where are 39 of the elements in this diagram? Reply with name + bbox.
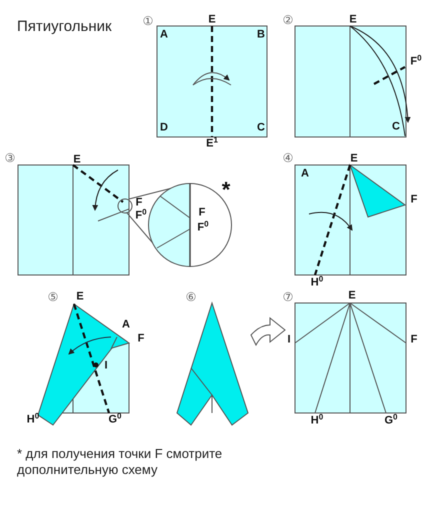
point-label: A <box>301 168 309 180</box>
point-label: F <box>198 208 206 218</box>
step-number: ① <box>142 15 154 27</box>
step-number: ④ <box>282 152 294 164</box>
point-label: F$^{0}$ <box>135 210 147 222</box>
footnote-mark: * <box>222 179 230 201</box>
step-number: ③ <box>4 152 16 164</box>
point-label: I <box>104 360 108 372</box>
point-label: H$^{0}$ <box>26 414 40 426</box>
title: Пятиугольник <box>17 19 112 34</box>
point-label: G$^{0}$ <box>108 414 122 426</box>
point-label: E$^{1}$ <box>206 138 218 150</box>
step-number: ⑥ <box>186 291 196 303</box>
point-label: E <box>350 154 358 164</box>
point-label: A <box>122 320 130 330</box>
point-label: E <box>76 292 84 302</box>
point-label: F$^{0}$ <box>410 56 422 68</box>
point-label: E <box>208 14 216 26</box>
point-label: C <box>257 122 265 134</box>
footnote-text: * для получения точки F смотрите дополнительную схему <box>17 446 224 478</box>
point-label: D <box>160 122 168 134</box>
point-label: H$^{0}$ <box>310 278 324 288</box>
step-number: ② <box>282 14 294 26</box>
point-label: F <box>410 194 418 206</box>
point-label: F <box>410 334 418 346</box>
point-label: E <box>349 14 357 26</box>
point-label: C <box>392 122 400 132</box>
point-label: F$^{0}$ <box>197 222 209 234</box>
point-label: E <box>73 154 81 166</box>
point-label: H$^{0}$ <box>310 416 324 426</box>
point-label: E <box>348 290 356 302</box>
point-label: F <box>138 334 144 344</box>
point-label: F <box>136 198 142 208</box>
step-number: ⑤ <box>48 291 58 303</box>
point-label: B <box>257 30 265 40</box>
point-label: G$^{0}$ <box>384 416 398 426</box>
point-label: A <box>160 30 168 40</box>
step-number: ⑦ <box>282 291 294 303</box>
point-label: I <box>287 334 291 346</box>
